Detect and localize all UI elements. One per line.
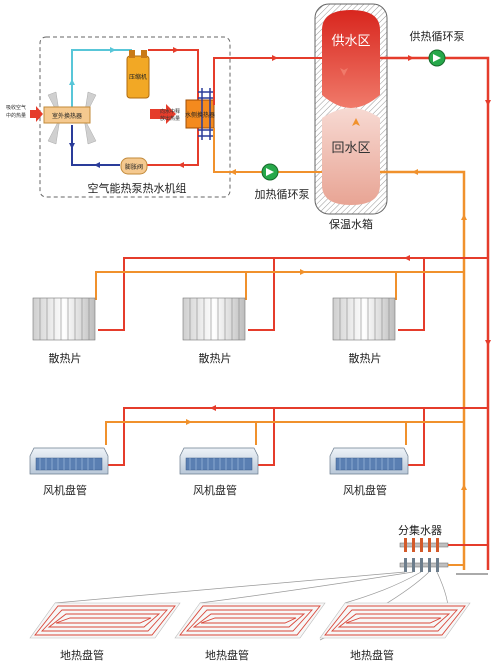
radiator bbox=[182, 297, 246, 341]
radiator-label: 散热片 bbox=[349, 351, 382, 365]
air-heat-label-2: 中的热量 bbox=[6, 112, 26, 119]
radiator-pipes bbox=[95, 257, 488, 331]
arrow-right-icon bbox=[408, 55, 414, 61]
floor-coil-label: 地热盘管 bbox=[350, 648, 394, 662]
water-exchanger-label: 水侧换热器 bbox=[185, 111, 215, 119]
air-arrow-icon bbox=[30, 106, 43, 122]
return-zone bbox=[322, 108, 380, 205]
main-risers bbox=[380, 56, 490, 570]
refrigerant-line-hot bbox=[148, 49, 199, 100]
arrow-down-icon bbox=[69, 143, 75, 149]
radiator-label: 散热片 bbox=[49, 351, 82, 365]
release-heat-label-2: 放出热量 bbox=[160, 115, 180, 122]
heat-pump-unit: 室外换热器 吸收空气 中的热量 压缩机 膨胀阀 水侧换热器 向水中释 放出热量 … bbox=[6, 36, 231, 198]
exchanger-coils bbox=[198, 88, 214, 140]
insulated-tank: 供水区 回水区 保温水箱 bbox=[314, 3, 388, 231]
heat-pump-title: 空气能热泵热水机组 bbox=[88, 181, 187, 195]
fan-coil-label: 风机盘管 bbox=[343, 483, 387, 497]
return-zone-label: 回水区 bbox=[331, 141, 370, 156]
heating-pump-label: 加热循环泵 bbox=[255, 188, 310, 201]
floor-coil-label: 地热盘管 bbox=[60, 648, 104, 662]
fan-coil-label: 风机盘管 bbox=[43, 483, 87, 497]
supply-zone bbox=[322, 10, 380, 108]
outdoor-exchanger-label: 室外换热器 bbox=[52, 112, 82, 120]
arrow-up-icon bbox=[461, 484, 467, 490]
outdoor-exchanger bbox=[43, 106, 91, 124]
expansion-valve bbox=[120, 157, 148, 175]
arrow-right-icon bbox=[110, 47, 116, 53]
fan-coil-pipes bbox=[105, 407, 488, 466]
fan-coil-unit bbox=[329, 447, 409, 475]
manifold-label: 分集水器 bbox=[398, 523, 442, 537]
radiator bbox=[332, 297, 396, 341]
arrow-left-icon bbox=[178, 162, 184, 168]
radiator-label: 散热片 bbox=[199, 351, 232, 365]
floor-heating-coil bbox=[319, 602, 471, 639]
arrow-left-icon bbox=[404, 255, 410, 261]
release-heat-arrow-icon bbox=[150, 104, 176, 124]
arrow-left-icon bbox=[412, 169, 418, 175]
fan-coil-unit bbox=[29, 447, 109, 475]
arrow-right-icon bbox=[186, 419, 192, 425]
arrow-left-icon bbox=[230, 169, 236, 175]
expansion-valve-label: 膨胀阀 bbox=[125, 163, 143, 171]
arrow-down-icon bbox=[485, 100, 491, 106]
pump-arrow-icon bbox=[266, 168, 274, 176]
refrigerant-line-cold bbox=[71, 125, 120, 166]
flow-arrow-icon bbox=[352, 118, 360, 126]
air-heat-label-1: 吸收空气 bbox=[6, 104, 26, 111]
supply-zone-label: 供水区 bbox=[331, 34, 370, 49]
arrow-right-icon bbox=[173, 47, 179, 53]
radiator bbox=[32, 297, 96, 341]
supply-pump-label: 供热循环泵 bbox=[410, 29, 465, 43]
heat-pump-pipes bbox=[213, 57, 322, 173]
floor-heating-coil bbox=[29, 602, 181, 639]
fan-coil-label: 风机盘管 bbox=[193, 483, 237, 497]
arrow-up-icon bbox=[461, 214, 467, 220]
refrigerant-line-cool bbox=[71, 49, 132, 112]
fan-coil-unit bbox=[179, 447, 259, 475]
arrow-right-icon bbox=[300, 269, 306, 275]
release-heat-label-1: 向水中释 bbox=[160, 108, 180, 115]
pump-arrow-icon bbox=[433, 54, 441, 62]
compressor bbox=[126, 55, 150, 99]
arrow-down-icon bbox=[485, 340, 491, 346]
compressor-port bbox=[141, 50, 147, 58]
compressor-port bbox=[129, 50, 135, 58]
flow-arrow-icon bbox=[340, 68, 348, 76]
floor-coil-label: 地热盘管 bbox=[205, 648, 249, 662]
arrow-left-icon bbox=[210, 405, 216, 411]
tank-title: 保温水箱 bbox=[329, 217, 373, 231]
arrow-right-icon bbox=[272, 55, 278, 61]
arrow-up-icon bbox=[69, 79, 75, 85]
floor-heating-coil bbox=[174, 602, 326, 639]
arrow-left-icon bbox=[94, 162, 100, 168]
refrigerant-line-warm bbox=[145, 125, 199, 166]
manifold: 分集水器 bbox=[398, 523, 488, 575]
compressor-label: 压缩机 bbox=[129, 73, 147, 81]
